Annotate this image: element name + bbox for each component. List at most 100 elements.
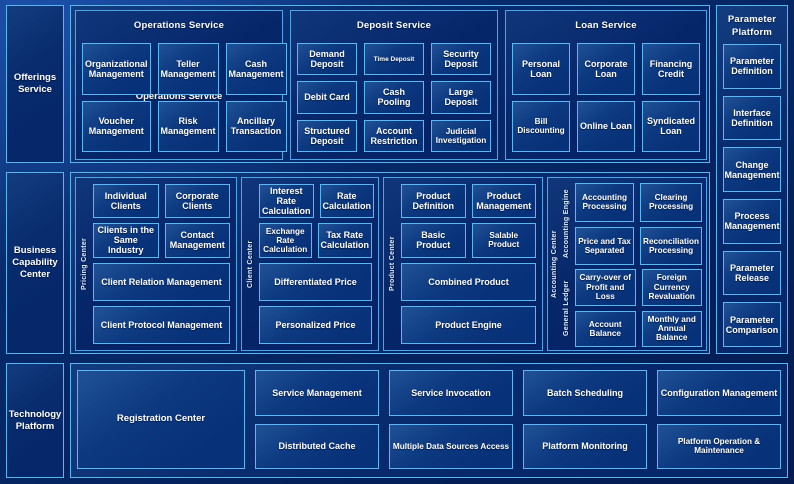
card-salable-product[interactable]: Salable Product <box>471 223 536 258</box>
vlabel-product-center: Product Center <box>389 236 396 292</box>
client-center-row-2: Exchange Rate Calculation Tax Rate Calcu… <box>259 223 372 258</box>
card-security-deposit[interactable]: Security Deposit <box>431 43 491 76</box>
card-rate-calculation[interactable]: Rate Calculation <box>319 184 374 219</box>
card-service-management[interactable]: Service Management <box>255 370 379 416</box>
pricing-center-row-2: Clients in the Same Industry Contact Man… <box>93 223 230 258</box>
vlabel-pricing-center: Pricing Center <box>81 237 88 291</box>
parameter-platform-list: Parameter Definition Interface Definitio… <box>723 44 781 348</box>
card-tax-rate-calculation[interactable]: Tax Rate Calculation <box>317 223 372 258</box>
group-deposit-service: Deposit Service Demand Deposit Time Depo… <box>290 10 498 160</box>
card-product-definition[interactable]: Product Definition <box>401 184 466 219</box>
card-process-management[interactable]: Process Management <box>723 199 781 244</box>
card-contact-management[interactable]: Contact Management <box>164 223 230 258</box>
card-organizational-management[interactable]: Organizational Management <box>82 43 151 95</box>
card-online-loan[interactable]: Online Loan <box>577 100 635 152</box>
card-configuration-management[interactable]: Configuration Management <box>657 370 781 416</box>
business-capability-center-label: Business Capability Center <box>12 245 58 280</box>
card-parameter-release[interactable]: Parameter Release <box>723 250 781 296</box>
card-parameter-definition[interactable]: Parameter Definition <box>723 44 781 89</box>
card-ancillary-transaction[interactable]: Ancillary Transaction <box>225 100 287 152</box>
card-exchange-rate-calculation[interactable]: Exchange Rate Calculation <box>259 223 312 258</box>
group-title-loan-service: Loan Service <box>575 20 637 31</box>
card-interest-rate-calculation[interactable]: Interest Rate Calculation <box>259 184 314 219</box>
card-bill-discounting[interactable]: Bill Discounting <box>512 100 570 152</box>
card-corporate-clients[interactable]: Corporate Clients <box>164 184 230 219</box>
card-distributed-cache[interactable]: Distributed Cache <box>255 423 379 469</box>
card-voucher-management[interactable]: Voucher Management <box>82 100 151 152</box>
technology-platform-label: Technology Platform <box>8 408 62 432</box>
card-registration-center[interactable]: Registration Center <box>77 370 245 469</box>
card-change-management[interactable]: Change Management <box>723 147 781 193</box>
card-cash-management[interactable]: Cash Management <box>225 43 287 95</box>
group-title-deposit-service: Deposit Service <box>356 20 432 31</box>
card-basic-product[interactable]: Basic Product <box>401 223 466 258</box>
card-clients-in-the-same-industry[interactable]: Clients in the Same Industry <box>93 223 159 258</box>
general-ledger-grid: Carry-over of Profit and Loss Foreign Cu… <box>575 269 702 347</box>
row-label-offerings-service: Offerings Service <box>6 5 64 163</box>
card-service-invocation[interactable]: Service Invocation <box>389 370 513 416</box>
card-account-balance[interactable]: Account Balance <box>575 310 636 347</box>
card-account-restriction[interactable]: Account Restriction <box>364 119 424 152</box>
operations-service-card-grid: Organizational Management Teller Managem… <box>82 43 287 152</box>
card-client-protocol-management[interactable]: Client Protocol Management <box>93 305 230 344</box>
group-title-operations-service: Operations Service <box>133 20 225 31</box>
offerings-service-label: Offerings Service <box>13 72 57 95</box>
parameter-platform-panel: Parameter Platform Parameter Definition … <box>716 5 788 354</box>
card-syndicated-loan[interactable]: Syndicated Loan <box>642 100 700 152</box>
card-carry-over-of-profit-and-loss[interactable]: Carry-over of Profit and Loss <box>575 269 636 306</box>
card-reconciliation-processing[interactable]: Reconciliation Processing <box>640 226 702 265</box>
group-pricing-center: Pricing Center Individual Clients Corpor… <box>75 177 237 351</box>
card-personal-loan[interactable]: Personal Loan <box>512 43 570 95</box>
card-product-engine[interactable]: Product Engine <box>401 305 536 344</box>
card-interface-definition[interactable]: Interface Definition <box>723 95 781 141</box>
pricing-center-row-1: Individual Clients Corporate Clients <box>93 184 230 219</box>
group-product-center: Product Center Product Definition Produc… <box>383 177 543 351</box>
product-center-row-2: Basic Product Salable Product <box>401 223 536 258</box>
card-cash-pooling[interactable]: Cash Pooling <box>364 81 424 114</box>
client-center-stack: Interest Rate Calculation Rate Calculati… <box>259 184 374 344</box>
pricing-center-stack: Individual Clients Corporate Clients Cli… <box>93 184 230 344</box>
card-foreign-currency-revaluation[interactable]: Foreign Currency Revaluation <box>641 269 702 306</box>
card-client-relation-management[interactable]: Client Relation Management <box>93 262 230 301</box>
card-individual-clients[interactable]: Individual Clients <box>93 184 159 219</box>
subgroup-general-ledger: General Ledger Carry-over of Profit and … <box>560 269 702 347</box>
card-structured-deposit[interactable]: Structured Deposit <box>297 119 357 152</box>
card-teller-management[interactable]: Teller Management <box>157 43 219 95</box>
card-price-and-tax-separated[interactable]: Price and Tax Separated <box>575 226 635 265</box>
card-risk-management[interactable]: Risk Management <box>157 100 219 152</box>
card-multiple-data-sources-access[interactable]: Multiple Data Sources Access <box>389 423 513 469</box>
group-operations-service: Operations Service Operations Service Or… <box>75 10 287 160</box>
card-demand-deposit[interactable]: Demand Deposit <box>297 43 357 76</box>
vlabel-general-ledger: General Ledger <box>563 280 570 336</box>
parameter-platform-title: Parameter Platform <box>727 14 777 38</box>
card-platform-monitoring[interactable]: Platform Monitoring <box>523 423 647 469</box>
vlabel-client-center: Client Center <box>247 240 254 288</box>
card-financing-credit[interactable]: Financing Credit <box>642 43 700 95</box>
card-platform-operation-and-maintenance[interactable]: Platform Operation & Maintenance <box>657 423 781 469</box>
card-parameter-comparison[interactable]: Parameter Comparison <box>723 302 781 348</box>
group-loan-service: Loan Service Personal Loan Corporate Loa… <box>505 10 707 160</box>
card-judicial-investigation[interactable]: Judicial Investigation <box>431 119 491 152</box>
product-center-stack: Product Definition Product Management Ba… <box>401 184 536 344</box>
accounting-engine-grid: Accounting Processing Clearing Processin… <box>575 183 702 265</box>
card-debit-card[interactable]: Debit Card <box>297 81 357 114</box>
technology-platform-card-grid: Service Management Service Invocation Ba… <box>255 370 781 469</box>
card-differentiated-price[interactable]: Differentiated Price <box>259 262 372 301</box>
product-center-row-1: Product Definition Product Management <box>401 184 536 219</box>
card-batch-scheduling[interactable]: Batch Scheduling <box>523 370 647 416</box>
card-large-deposit[interactable]: Large Deposit <box>431 81 491 114</box>
card-accounting-processing[interactable]: Accounting Processing <box>575 183 635 222</box>
card-time-deposit[interactable]: Time Deposit <box>364 43 424 76</box>
vlabel-accounting-engine: Accounting Engine <box>563 189 570 259</box>
card-monthly-and-annual-balance[interactable]: Monthly and Annual Balance <box>641 310 702 347</box>
row-label-business-capability-center: Business Capability Center <box>6 172 64 354</box>
loan-service-card-grid: Personal Loan Corporate Loan Financing C… <box>512 43 700 152</box>
card-personalized-price[interactable]: Personalized Price <box>259 305 372 344</box>
card-corporate-loan[interactable]: Corporate Loan <box>577 43 635 95</box>
card-clearing-processing[interactable]: Clearing Processing <box>640 183 702 222</box>
card-combined-product[interactable]: Combined Product <box>401 262 536 301</box>
card-product-management[interactable]: Product Management <box>471 184 536 219</box>
group-accounting-center: Accounting Center Accounting Engine Acco… <box>547 177 707 351</box>
client-center-row-1: Interest Rate Calculation Rate Calculati… <box>259 184 374 219</box>
